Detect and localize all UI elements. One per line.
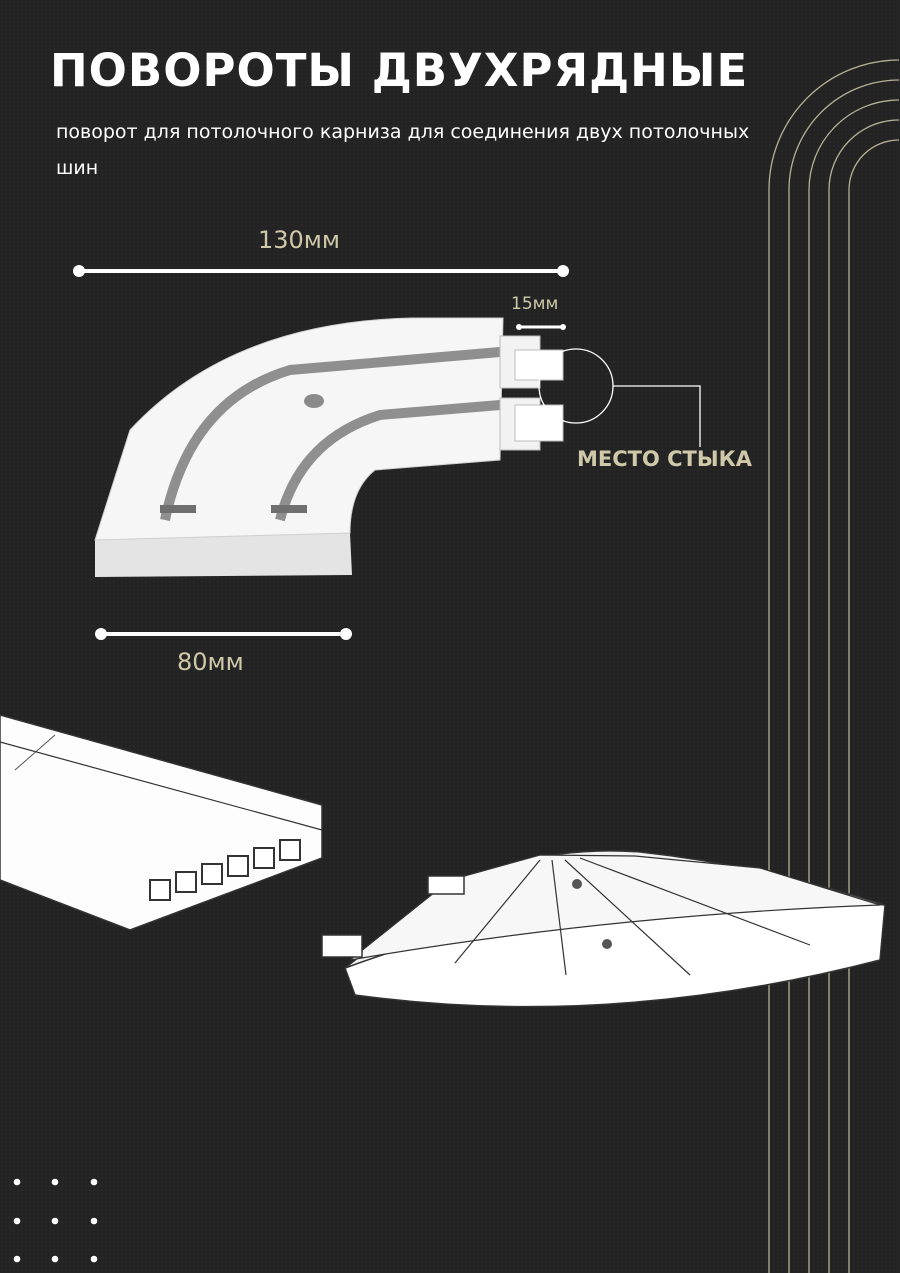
joint-label: МЕСТО СТЫКА: [577, 447, 753, 471]
dimension-line-15: [516, 324, 566, 330]
dimension-label-width: 80мм: [177, 648, 244, 676]
decorative-rail-lines: [768, 59, 900, 1273]
page-subtitle: поворот для потолочного карниза для соед…: [56, 121, 750, 179]
dimension-line-130: [73, 265, 569, 277]
ceiling-rail-profile-image: [0, 714, 323, 931]
corner-turn-product-image: [94, 317, 564, 577]
dimension-label-length: 130мм: [258, 226, 341, 254]
joint-callout-marker: [538, 348, 701, 447]
dimension-label-protrusion: 15мм: [511, 294, 559, 314]
dimension-line-80: [95, 628, 352, 640]
decorative-dot-grid: [13, 1178, 98, 1263]
page-title: ПОВОРОТЫ ДВУХРЯДНЫЕ: [50, 44, 749, 97]
fan-turn-drawing: [321, 850, 886, 1008]
